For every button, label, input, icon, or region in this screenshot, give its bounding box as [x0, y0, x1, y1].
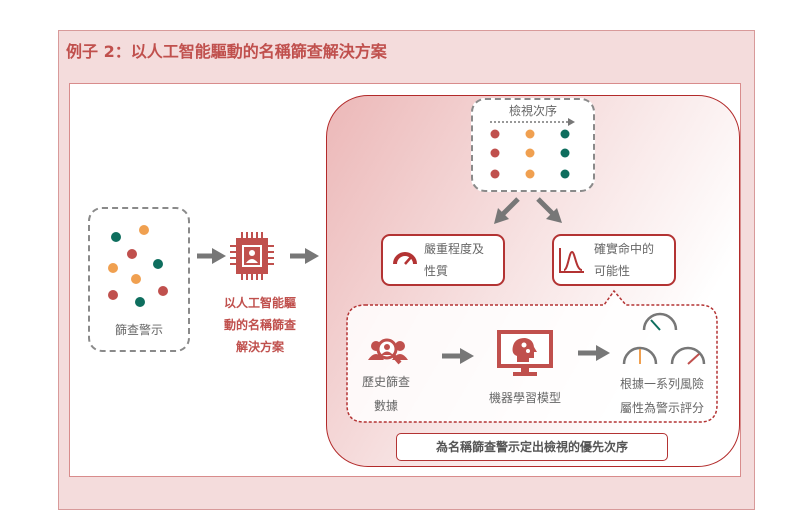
review-order-label: 檢視次序	[508, 104, 557, 118]
panel-title: 例子 2：以人工智能驅動的名稱篩查解決方案	[66, 42, 387, 61]
result-label: 為名稱篩查警示定出檢視的優先次序	[435, 440, 628, 454]
severity-box	[381, 234, 505, 286]
history-data-label: 歷史篩查數據	[361, 375, 410, 413]
screening-alerts-label: 篩查警示	[114, 323, 163, 337]
ml-model-label: 機器學習模型	[488, 391, 561, 405]
ai-chip-icon	[230, 232, 274, 280]
result-box	[396, 433, 668, 461]
ai-solution-label: 以人工智能驅 動的名稱篩查 解決方案	[223, 296, 296, 354]
probability-box	[552, 234, 676, 286]
probability-label: 確實命中的可能性	[594, 242, 655, 278]
history-search-icon	[368, 338, 408, 365]
machine-learning-monitor-icon	[497, 330, 553, 376]
severity-label: 嚴重程度及性質	[424, 242, 485, 278]
distribution-curve-icon	[559, 248, 584, 273]
speedometer-icon	[393, 252, 417, 265]
risk-score-label: 根據一系列風險屬性為警示評分	[619, 377, 704, 415]
